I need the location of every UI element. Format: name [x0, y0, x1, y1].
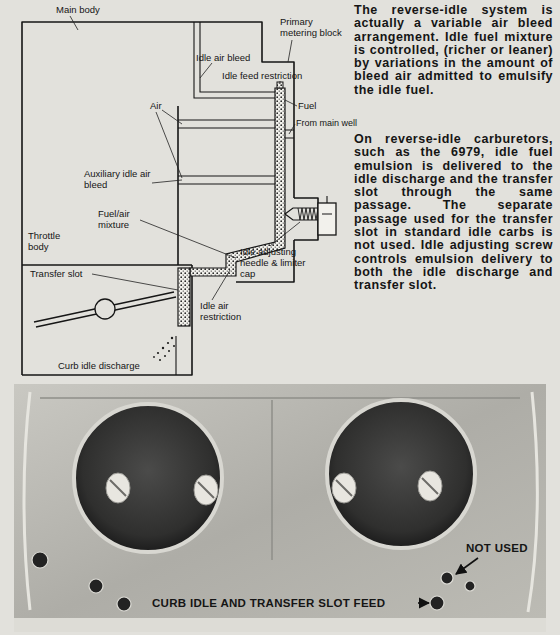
- photo-callout: NOT USED: [466, 542, 528, 555]
- leader-line: [70, 16, 78, 30]
- throttle-bore: [74, 404, 222, 552]
- limiter-cap: [318, 203, 336, 235]
- main-well-passage: [285, 130, 294, 138]
- casting-hole: [89, 579, 103, 593]
- transfer-slot: [178, 268, 190, 326]
- part-label: Fuel/air mixture: [98, 208, 142, 230]
- leader-line: [212, 270, 230, 300]
- idle-feed-restriction: [277, 82, 283, 88]
- auxiliary-air-passage: [178, 176, 275, 184]
- part-label: Fuel: [298, 100, 316, 111]
- part-label: Primary metering block: [280, 16, 348, 38]
- limiter-cap-tab: [322, 196, 332, 214]
- leader-line: [289, 124, 295, 134]
- part-label: Auxiliary idle air bleed: [84, 168, 154, 190]
- part-label: Curb idle discharge: [58, 360, 140, 371]
- spray-dot: [168, 350, 170, 352]
- spray-dot: [159, 359, 161, 361]
- body-paragraph: On reverse-idle carburetors, such as the…: [354, 133, 553, 293]
- throttle-bore: [327, 400, 475, 548]
- throttle-plate: [34, 292, 176, 327]
- part-label: From main well: [296, 118, 357, 129]
- leader-line: [152, 180, 182, 183]
- part-label: Air: [150, 100, 162, 111]
- throttle-body-outline: [22, 265, 192, 375]
- casting-hole: [441, 572, 453, 584]
- spray-dot: [164, 355, 166, 357]
- part-label: Idle air bleed: [196, 52, 250, 63]
- casting-hole: [430, 596, 444, 610]
- needle-housing: [294, 198, 318, 240]
- photo-callout: CURB IDLE AND TRANSFER SLOT FEED: [152, 597, 385, 610]
- bore-wall: [175, 336, 176, 375]
- casting-hole: [465, 581, 475, 591]
- leader-line: [288, 40, 292, 62]
- callout-arrow: [456, 558, 478, 574]
- leader-line: [270, 222, 300, 246]
- photo-background: [14, 384, 546, 632]
- leader-line: [285, 100, 297, 106]
- spray-dot: [173, 345, 175, 347]
- part-label: Idle air restriction: [200, 300, 230, 322]
- gasket-line: [177, 106, 179, 265]
- callout-arrow: [418, 602, 429, 604]
- leader-line: [280, 81, 281, 84]
- spray-dot: [171, 337, 173, 339]
- air-passage: [178, 120, 275, 128]
- needle-thread: [298, 208, 318, 220]
- body-paragraph: The reverse-idle system is actually a va…: [354, 4, 553, 97]
- main-body-base: [22, 264, 192, 266]
- part-label: Idle adjusting needle & limiter cap: [240, 246, 306, 279]
- casting-hole: [117, 597, 131, 611]
- part-label: Transfer slot: [30, 268, 82, 279]
- leader-line: [156, 110, 182, 178]
- idle-adjusting-needle: [285, 208, 318, 220]
- leader-line: [92, 274, 178, 290]
- casting-hole: [32, 552, 48, 568]
- leader-line: [200, 63, 212, 78]
- leader-line: [140, 220, 236, 258]
- throttle-shaft: [95, 299, 115, 319]
- part-label: Main body: [56, 4, 100, 15]
- photo-bottom-strip: [14, 618, 546, 632]
- screw-slot: [110, 478, 438, 498]
- part-label: Throttle body: [28, 230, 74, 252]
- spray-dot: [157, 352, 159, 354]
- spray-dot: [162, 347, 164, 349]
- idle-air-bleed-passage: [194, 22, 275, 98]
- spray-dot: [153, 356, 155, 358]
- casting-groove: [40, 398, 520, 560]
- spray-dot: [167, 342, 169, 344]
- part-label: Idle feed restriction: [222, 70, 302, 81]
- casting-edge: [24, 392, 538, 612]
